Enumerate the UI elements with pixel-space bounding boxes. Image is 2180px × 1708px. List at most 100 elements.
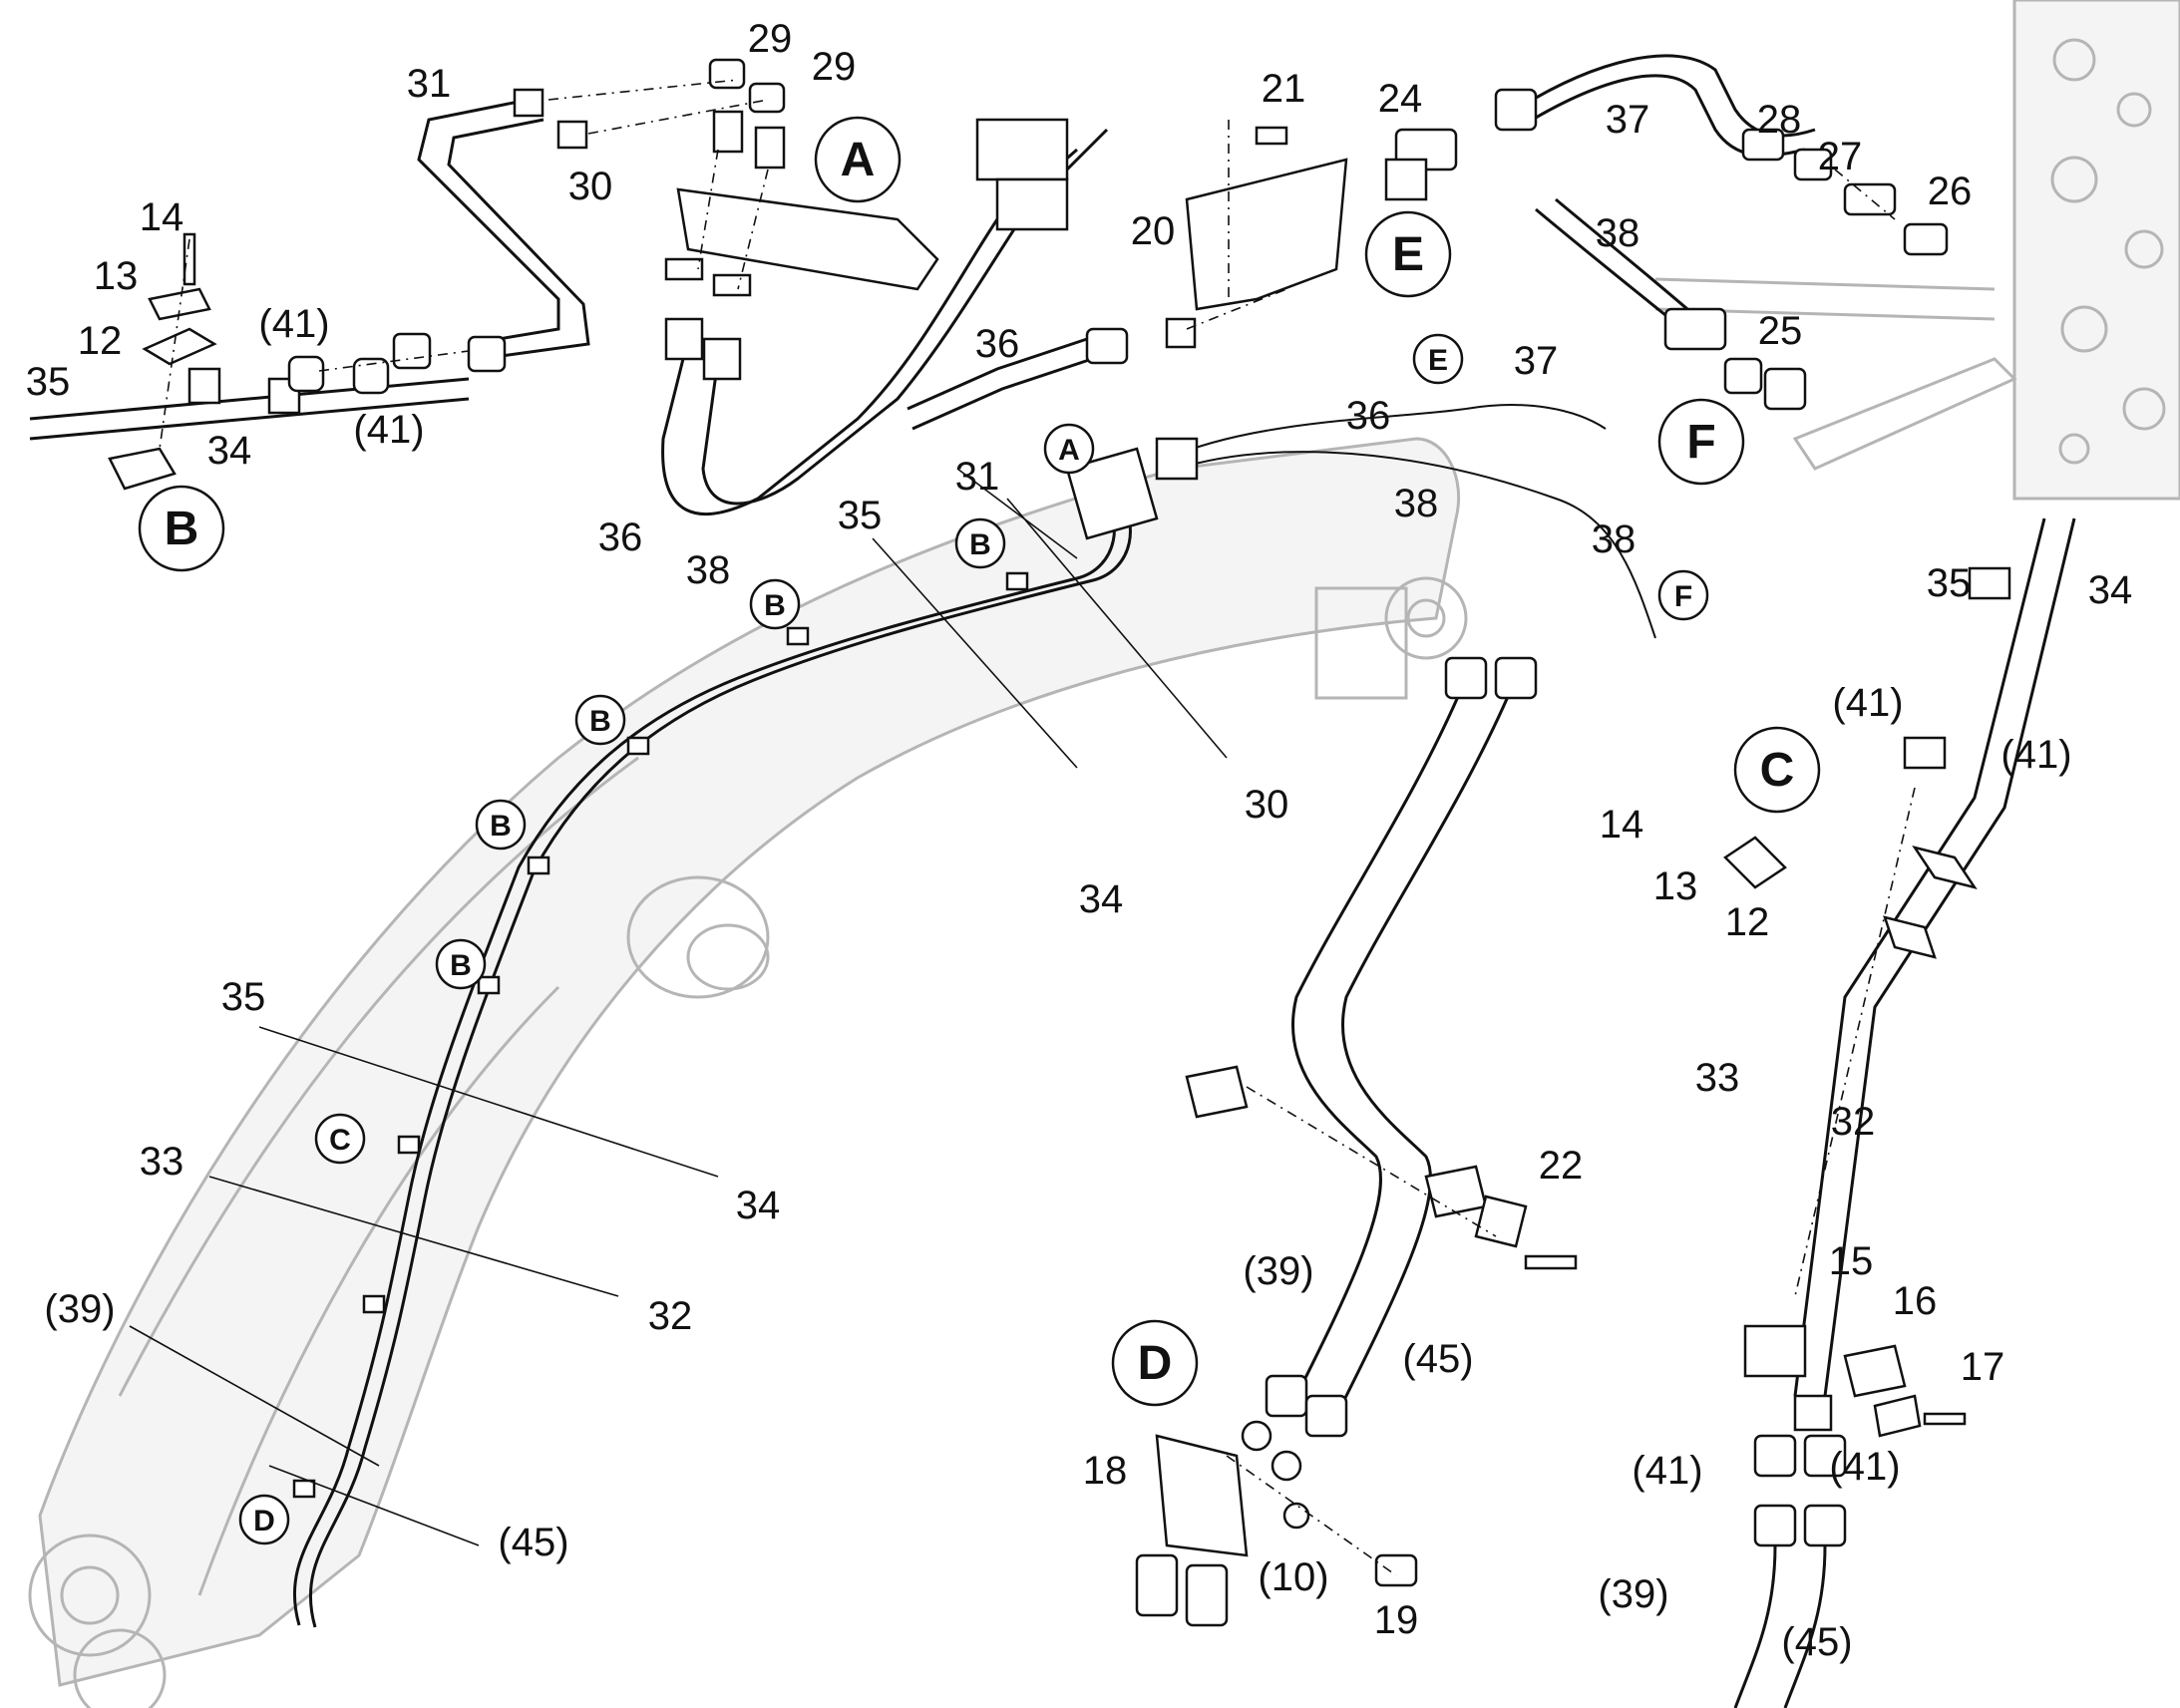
callout-41-b-b: (41)	[353, 408, 424, 452]
callout-39-boom: (39)	[44, 1287, 115, 1331]
detail-d-assembly	[1135, 656, 1578, 1627]
callout-13-c: 13	[1653, 864, 1698, 908]
svg-text:A: A	[1058, 434, 1080, 467]
callout-28: 28	[1757, 98, 1802, 142]
callout-16: 16	[1893, 1279, 1938, 1323]
callout-36-boom: 36	[1346, 394, 1391, 438]
boom-marker-f: F	[1657, 569, 1709, 621]
callout-30-boom: 30	[1245, 783, 1289, 827]
detail-markers: A B C D E F A B	[138, 116, 1821, 1545]
svg-text:C: C	[1760, 744, 1795, 797]
callout-36-a: 36	[598, 515, 643, 559]
callout-36-e: 36	[975, 322, 1020, 366]
detail-c-large-marker: C	[1733, 726, 1821, 814]
svg-text:B: B	[764, 589, 786, 622]
callout-33-c: 33	[1695, 1056, 1740, 1100]
detail-a-assembly	[417, 58, 1109, 515]
detail-d-large-marker: D	[1111, 1319, 1199, 1407]
callout-41-c-c: (41)	[1632, 1449, 1702, 1493]
svg-text:D: D	[253, 1505, 275, 1537]
callout-31-boom: 31	[955, 455, 1000, 499]
svg-text:F: F	[1674, 580, 1692, 613]
callout-37-boom: 37	[1514, 339, 1559, 383]
callout-15: 15	[1829, 1239, 1874, 1283]
svg-text:E: E	[1392, 228, 1424, 281]
callout-35-boom-left: 35	[221, 975, 266, 1019]
callout-26: 26	[1928, 170, 1973, 213]
detail-f-large-marker: F	[1657, 398, 1745, 486]
callout-12-b: 12	[78, 319, 123, 363]
callout-35-c: 35	[1927, 561, 1972, 605]
detail-e-assembly	[907, 120, 1458, 481]
callout-35-boom-top: 35	[838, 494, 883, 537]
callout-39-c: (39)	[1598, 1572, 1668, 1616]
boom-marker-c: C	[314, 1113, 366, 1165]
detail-b-assembly	[29, 232, 507, 491]
callout-41-c-d: (41)	[1829, 1445, 1900, 1489]
callout-29-a: 29	[748, 17, 793, 61]
callout-32-boom: 32	[648, 1294, 693, 1338]
boom-marker-b-2: B	[749, 578, 801, 630]
boom-marker-b-3: B	[574, 694, 626, 746]
callout-34-boom-right: 34	[736, 1184, 781, 1227]
svg-text:B: B	[969, 528, 991, 561]
callout-14-c: 14	[1600, 803, 1644, 847]
svg-text:B: B	[490, 810, 512, 843]
callout-27: 27	[1818, 135, 1863, 178]
callout-25: 25	[1758, 309, 1803, 353]
callout-41-c-b: (41)	[2000, 733, 2071, 777]
boom-marker-d: D	[238, 1494, 290, 1545]
callout-19: 19	[1374, 1598, 1419, 1642]
callout-32-c: 32	[1831, 1100, 1876, 1144]
callout-18: 18	[1083, 1449, 1128, 1493]
boom-pipe-route	[292, 404, 1656, 1628]
svg-text:A: A	[841, 134, 876, 186]
callout-34-boom-top: 34	[1079, 877, 1124, 921]
callout-13-b: 13	[94, 254, 139, 298]
callout-14-b: 14	[140, 195, 184, 239]
callout-31: 31	[407, 62, 452, 106]
callout-10: (10)	[1258, 1555, 1328, 1599]
boom-marker-a: A	[1043, 423, 1095, 475]
callout-12-c: 12	[1725, 900, 1770, 944]
callout-41-b-a: (41)	[258, 302, 329, 346]
svg-text:E: E	[1428, 344, 1448, 377]
callout-24: 24	[1378, 77, 1423, 121]
part-number-callouts: 31 30 29 29 36 38 14 13 12 35 34 (41) (4…	[26, 17, 2133, 1664]
callout-29-b: 29	[812, 45, 857, 89]
callout-20: 20	[1131, 209, 1176, 253]
svg-text:B: B	[589, 705, 611, 738]
callout-34-b: 34	[207, 429, 252, 473]
callout-30: 30	[568, 165, 613, 208]
svg-text:B: B	[450, 949, 472, 982]
boom-marker-e: E	[1412, 333, 1464, 385]
boom-marker-b-4: B	[475, 799, 527, 851]
svg-text:B: B	[165, 503, 199, 555]
callout-45-c: (45)	[1781, 1620, 1852, 1664]
callout-35-b: 35	[26, 360, 71, 404]
detail-a-large-marker: A	[814, 116, 902, 203]
boom-marker-b-1: B	[954, 517, 1006, 569]
callout-45-d: (45)	[1402, 1337, 1473, 1381]
callout-38-f: 38	[1596, 211, 1640, 255]
callout-38-boom-a: 38	[1394, 482, 1439, 525]
callout-22: 22	[1539, 1144, 1584, 1188]
callout-17: 17	[1961, 1345, 2005, 1389]
detail-c-assembly	[1723, 517, 2076, 1708]
callout-41-c-a: (41)	[1832, 681, 1903, 725]
svg-text:F: F	[1686, 416, 1715, 469]
callout-33-boom: 33	[140, 1140, 184, 1184]
leader-lines	[129, 468, 1228, 1546]
callout-39-d: (39)	[1243, 1249, 1313, 1293]
boom-marker-b-5: B	[435, 938, 487, 990]
callout-34-c: 34	[2088, 568, 2133, 612]
callout-38-boom-b: 38	[1592, 517, 1636, 561]
callout-37-top: 37	[1606, 98, 1650, 142]
boom-structure	[28, 437, 1468, 1708]
callout-21: 21	[1262, 67, 1306, 111]
svg-text:C: C	[329, 1124, 351, 1157]
detail-b-large-marker: B	[138, 485, 225, 572]
callout-45-boom: (45)	[498, 1521, 568, 1564]
svg-text:D: D	[1138, 1337, 1173, 1390]
